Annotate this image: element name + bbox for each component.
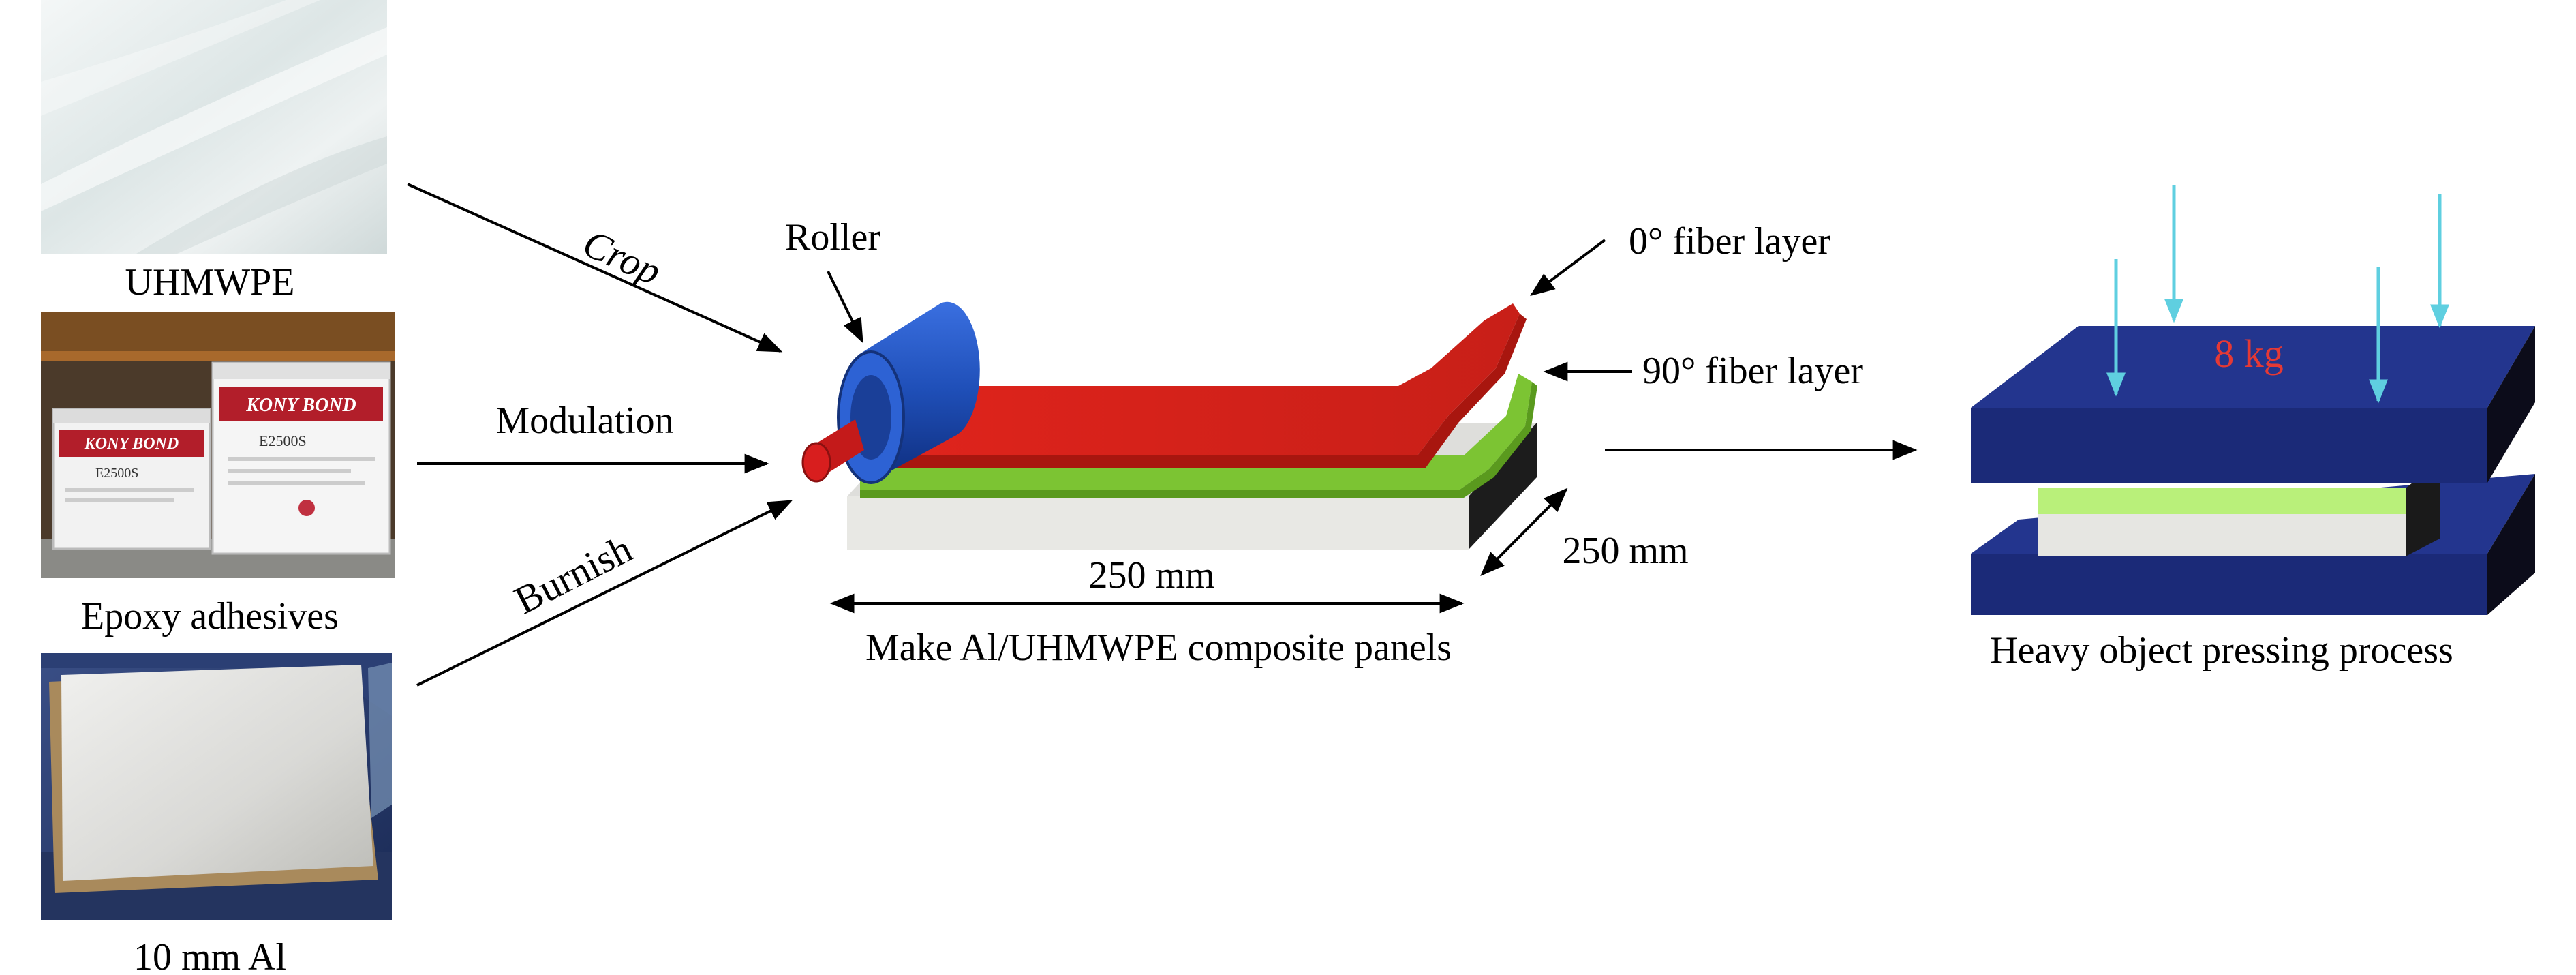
roller-pointer-arrow: [827, 271, 863, 344]
fiber-0-label: 0° fiber layer: [1629, 220, 1830, 262]
epoxy-caption: Epoxy adhesives: [81, 595, 339, 638]
panel-caption: Make Al/UHMWPE composite panels: [865, 627, 1452, 669]
crop-arrow: [407, 183, 783, 352]
epoxy-product-code-small: E2500S: [95, 466, 138, 481]
crop-label: Crop: [577, 221, 667, 294]
aluminum-caption: 10 mm Al: [134, 936, 286, 975]
fiber-90-label: 90° fiber layer: [1642, 350, 1863, 392]
roller: [801, 301, 980, 484]
fiber-0-pointer-arrow: [1530, 239, 1606, 297]
width-dimension-label: 250 mm: [1562, 530, 1688, 572]
epoxy-brand-label-small: KONY BOND: [84, 435, 179, 453]
press-composite-sample: [2038, 461, 2440, 556]
modulation-label: Modulation: [495, 400, 673, 442]
epoxy-product-code-large: E2500S: [259, 432, 307, 449]
burnish-arrow: [416, 500, 793, 687]
press-force-arrows: [2106, 185, 2449, 404]
roller-label: Roller: [785, 216, 880, 258]
width-dimension-arrow: [1480, 487, 1568, 577]
fiber-0-layer: [867, 303, 1527, 468]
uhmwpe-photo: [41, 0, 387, 254]
press-caption: Heavy object pressing process: [1990, 629, 2453, 672]
epoxy-brand-label-large: KONY BOND: [245, 395, 356, 416]
epoxy-photo: KONY BOND E2500S KONY BOND E2500S: [41, 312, 395, 578]
press-weight-label: 8 kg: [2214, 331, 2284, 376]
length-dimension-label: 250 mm: [1088, 554, 1214, 597]
aluminum-photo: [41, 653, 392, 920]
uhmwpe-caption: UHMWPE: [125, 261, 295, 303]
